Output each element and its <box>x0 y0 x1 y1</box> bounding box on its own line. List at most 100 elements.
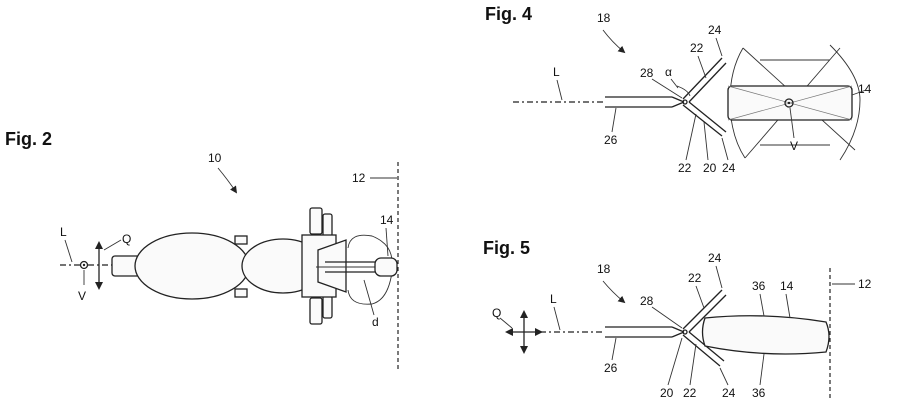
fig4-pad-leader <box>851 89 867 96</box>
fig5-ref-tip-upper: 24 <box>708 251 722 265</box>
fig5-tip-lower-leader <box>719 367 729 386</box>
fig5-edge-lower-leader <box>759 353 765 386</box>
fig5-rod-leader <box>611 337 617 361</box>
fig5-q-arrow-down <box>520 346 528 354</box>
fig4-ref-tip-upper: 24 <box>708 23 722 37</box>
fig4-title: Fig. 4 <box>485 4 532 24</box>
fig4-l-leader <box>556 79 563 101</box>
fig2-pad-leader <box>385 227 389 257</box>
fig2-q-leader <box>103 239 122 251</box>
fig5-joint-leader <box>651 306 683 329</box>
fig4-ref-arm-upper: 22 <box>690 41 704 55</box>
fig5-assembly-arrow <box>602 280 626 304</box>
fig5-label-l: L <box>550 292 557 306</box>
fig2-ref-vehicle: 10 <box>208 151 222 165</box>
fig5-label-q: Q <box>492 306 501 320</box>
fig2-q-arrow-top <box>95 241 103 249</box>
fig4-joint-leader <box>651 78 683 99</box>
fig5-q-arrow-left <box>505 328 513 336</box>
fig2-wheel-top-2 <box>322 213 333 237</box>
fig5-ref-rod: 26 <box>604 361 618 375</box>
fig4-center-leader <box>703 121 709 161</box>
fig4-assembly-arrow <box>602 29 626 54</box>
fig4-angle-arc <box>676 85 691 97</box>
figure-5: Fig. 5 18 Q L 26 28 22 24 20 <box>483 238 872 400</box>
fig5-ref-arm-lower: 22 <box>683 386 697 400</box>
fig2-label-v: V <box>78 289 86 303</box>
fig4-arm-upper-b <box>688 62 727 103</box>
fig4-rod-join-bottom <box>671 101 685 108</box>
fig4-tip-upper-leader <box>715 37 723 57</box>
fig2-clip-top <box>234 235 248 245</box>
fig4-envelope-right <box>829 44 861 161</box>
figure-2: Fig. 2 10 12 L V Q <box>5 129 399 370</box>
fig5-arm-upper-b <box>688 294 727 333</box>
fig5-ref-pad: 14 <box>780 279 794 293</box>
fig5-ref-tip-lower: 24 <box>722 386 736 400</box>
fig2-wheel-top-1 <box>309 207 323 235</box>
fig5-pad-leader <box>785 293 791 319</box>
fig5-arm-upper-a <box>682 289 723 330</box>
fig2-wheel-bottom-2 <box>322 295 333 319</box>
fig2-label-l: L <box>60 225 67 239</box>
fig2-main-body <box>134 232 250 300</box>
fig4-ref-center: 20 <box>703 161 717 175</box>
fig4-label-l: L <box>553 65 560 79</box>
fig2-ref-pad: 14 <box>380 213 394 227</box>
fig4-ref-joint: 28 <box>640 66 654 80</box>
fig4-v-dot <box>787 101 791 105</box>
fig5-arm-lower-leader <box>689 343 697 386</box>
fig5-ref-center: 20 <box>660 386 674 400</box>
fig5-q-arrow-up <box>520 310 528 318</box>
fig4-label-alpha: α <box>665 65 672 79</box>
fig2-ref-wall: 12 <box>352 171 366 185</box>
fig4-joint <box>682 99 688 105</box>
fig5-ref-assembly: 18 <box>597 262 611 276</box>
fig5-pad <box>701 315 830 355</box>
fig4-label-v: V <box>790 139 798 153</box>
fig4-ref-tip-lower: 24 <box>722 161 736 175</box>
fig5-title: Fig. 5 <box>483 238 530 258</box>
fig5-rod-join-bottom <box>671 331 685 338</box>
fig2-v-dot <box>82 263 86 267</box>
fig5-q-leader <box>499 317 513 329</box>
fig5-ref-edge-lower: 36 <box>752 386 766 400</box>
fig2-q-arrow-bottom <box>95 282 103 290</box>
fig5-arm-upper-leader <box>695 285 705 309</box>
fig4-ref-arm-lower: 22 <box>678 161 692 175</box>
fig4-rod-leader <box>611 107 617 133</box>
fig4-v-point <box>784 98 794 108</box>
fig5-ref-wall: 12 <box>858 277 872 291</box>
fig2-l-leader <box>64 239 73 263</box>
fig2-clip-bottom <box>234 288 248 298</box>
fig5-q-arrow-right <box>535 328 543 336</box>
fig2-label-d: d <box>372 315 379 329</box>
fig4-arm-lower-a <box>682 104 723 137</box>
fig2-wheel-bottom-1 <box>309 297 323 325</box>
fig4-v-leader <box>789 107 795 139</box>
fig4-arm-lower-leader <box>685 113 697 161</box>
fig2-pad <box>374 257 398 277</box>
fig5-joint <box>682 329 688 335</box>
fig5-arm-lower-a <box>682 334 721 367</box>
fig5-ref-edge-upper: 36 <box>752 279 766 293</box>
fig4-tip-lower-leader <box>721 137 729 161</box>
fig4-ref-rod: 26 <box>604 133 618 147</box>
fig5-rod-join-top <box>671 326 685 333</box>
fig2-vehicle-arrow <box>217 167 237 194</box>
fig2-v-point <box>79 260 89 270</box>
fig5-tip-upper-leader <box>715 265 723 289</box>
fig4-ref-assembly: 18 <box>597 11 611 25</box>
fig4-arm-upper-a <box>682 57 723 100</box>
fig5-ref-arm-upper: 22 <box>688 271 702 285</box>
fig4-arm-upper-leader <box>697 55 707 79</box>
fig4-rod-join-top <box>671 96 685 103</box>
fig2-d-leader <box>363 279 375 316</box>
fig5-edge-upper-leader <box>759 293 765 317</box>
fig2-cone <box>317 239 347 293</box>
fig4-arm-lower-b <box>688 101 727 133</box>
fig5-l-leader <box>553 306 561 331</box>
fig4-alpha-leader <box>670 78 679 89</box>
